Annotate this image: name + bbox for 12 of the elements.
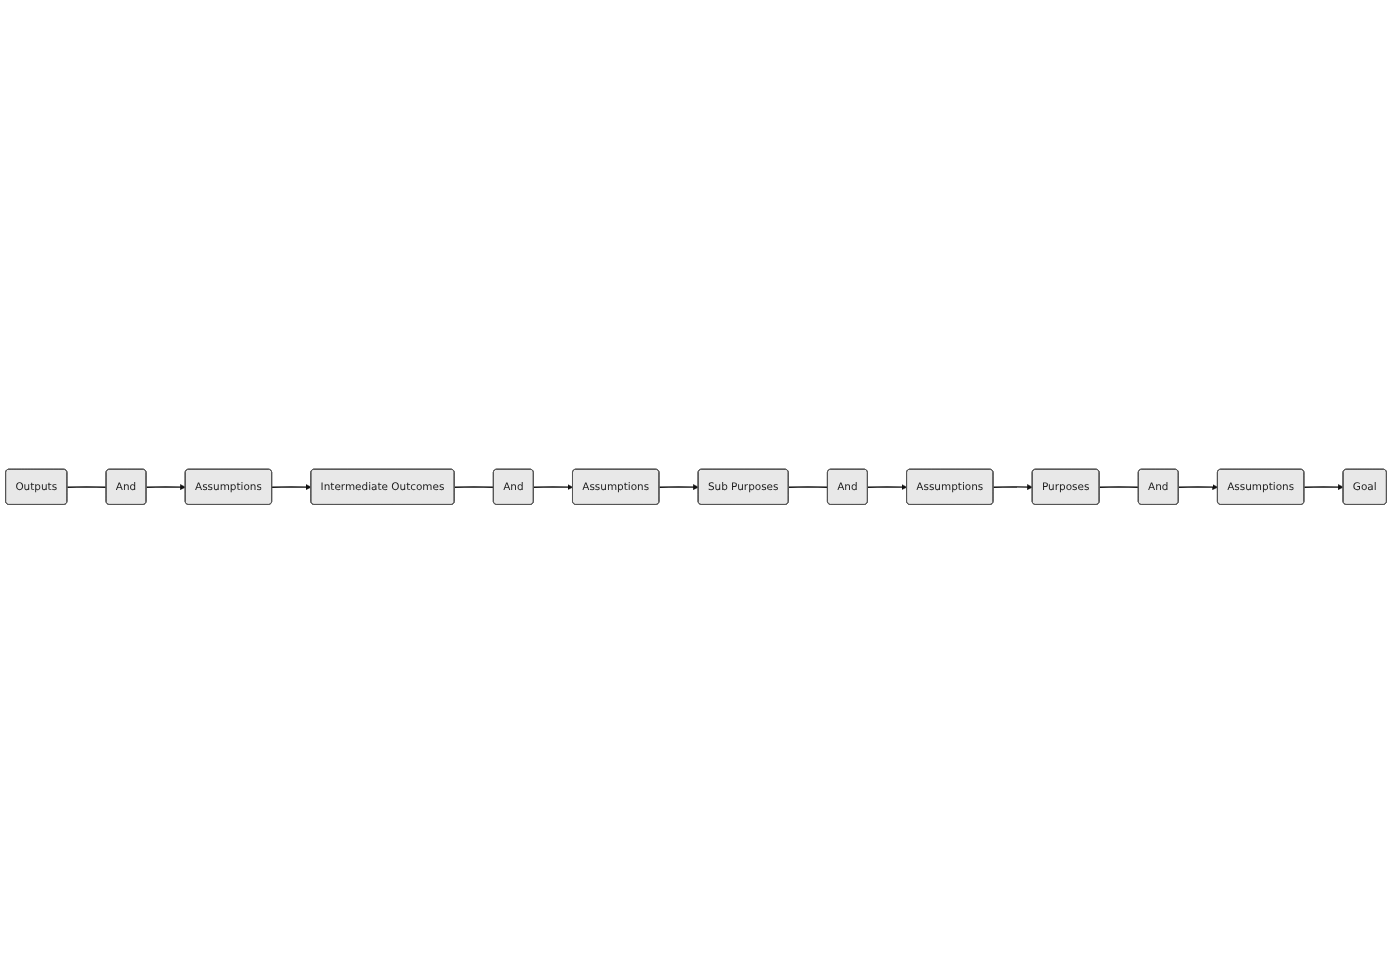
connector bbox=[453, 485, 495, 488]
arrow bbox=[271, 483, 312, 490]
arrow bbox=[992, 483, 1033, 490]
arrow bbox=[532, 483, 574, 490]
connector bbox=[1098, 485, 1140, 488]
arrow bbox=[867, 483, 908, 490]
connector bbox=[787, 485, 829, 488]
arrow bbox=[1177, 483, 1218, 490]
arrow bbox=[658, 483, 699, 490]
arrow bbox=[145, 483, 186, 490]
arrow bbox=[1303, 483, 1344, 490]
connector bbox=[66, 485, 108, 488]
